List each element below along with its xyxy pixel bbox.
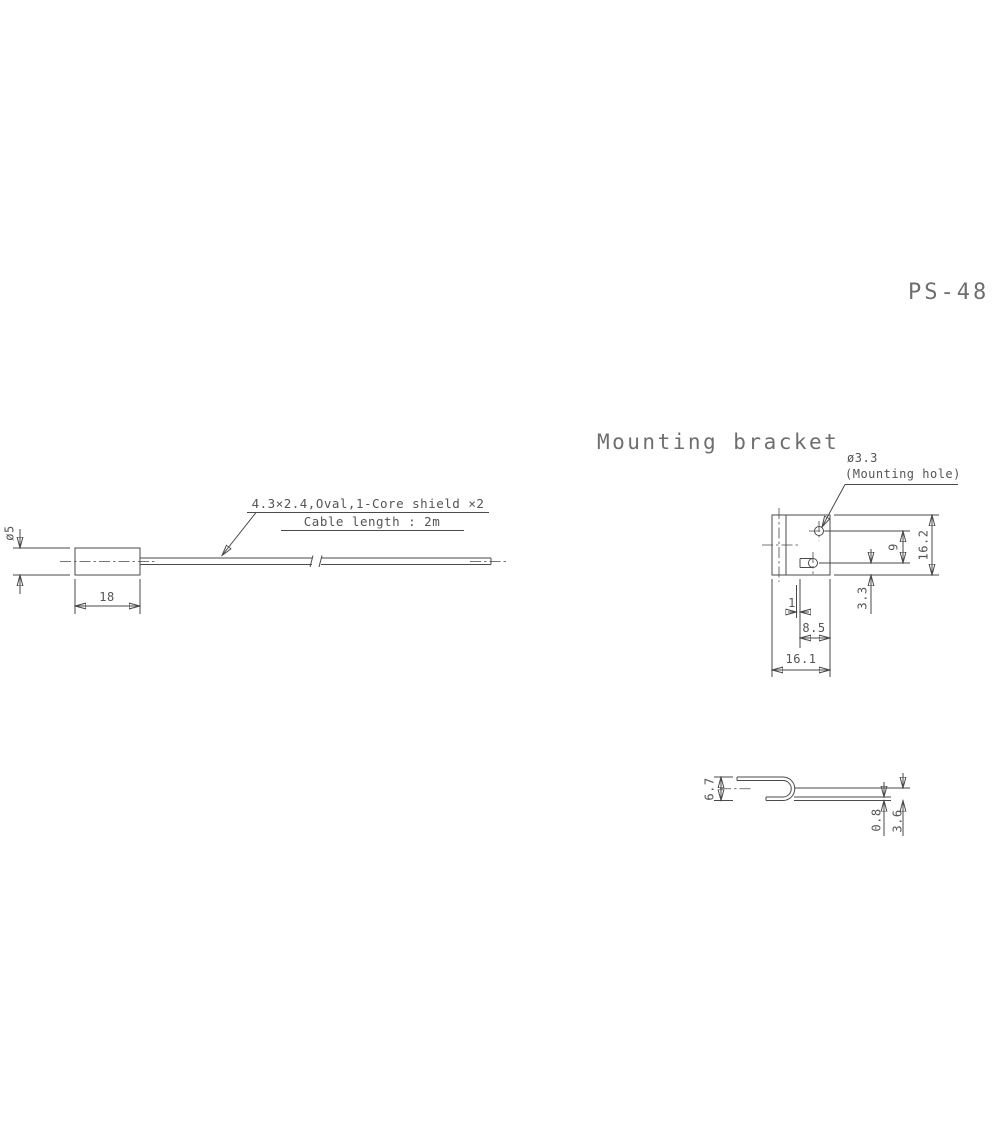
dim-hole-diameter-label: ø3.3 bbox=[847, 451, 878, 465]
hook-depth-dimension bbox=[795, 773, 910, 836]
dim-body-length-label: 18 bbox=[99, 590, 115, 604]
dim-thickness-label: 0.8 bbox=[869, 808, 884, 832]
diameter-dimension bbox=[13, 529, 70, 594]
dim-diameter-label: ø5 bbox=[2, 525, 17, 541]
bracket-side-view bbox=[720, 776, 796, 801]
dim-slot-width-label: 1 bbox=[788, 596, 796, 610]
mounting-hole-leader-line bbox=[822, 484, 958, 528]
model-number-label: PS-48 bbox=[908, 280, 990, 305]
mounting-bracket-title: Mounting bracket bbox=[597, 430, 840, 454]
sensor-side-view bbox=[60, 547, 508, 576]
dim-side-height-label: 6.7 bbox=[702, 777, 717, 801]
side-height-dimension bbox=[714, 777, 733, 801]
bracket-width-dimension bbox=[772, 579, 830, 677]
cable-spec-label: 4.3×2.4,Oval,1-Core shield ×2 bbox=[251, 496, 485, 511]
dim-bracket-height-label: 16.2 bbox=[916, 529, 931, 561]
inner-width-dimension bbox=[800, 579, 830, 677]
cable-length-label: Cable length : 2m bbox=[303, 514, 441, 529]
dim-hook-depth-label: 3.6 bbox=[890, 809, 905, 833]
dim-bracket-width-label: 16.1 bbox=[785, 652, 817, 666]
hole-to-edge-dimension bbox=[819, 549, 876, 614]
bracket-front-view bbox=[762, 508, 831, 582]
body-length-dimension bbox=[75, 579, 140, 614]
dim-hole-to-edge-label: 3.3 bbox=[855, 586, 870, 610]
dim-hole-pitch-label: 9 bbox=[886, 543, 901, 551]
slotted-hole bbox=[799, 552, 818, 574]
mounting-hole-note-label: (Mounting hole) bbox=[845, 467, 961, 481]
cable-spec-leader-line bbox=[222, 512, 489, 556]
thickness-dimension bbox=[794, 782, 891, 836]
dim-inner-width-label: 8.5 bbox=[802, 621, 826, 635]
mounting-hole bbox=[809, 521, 829, 541]
